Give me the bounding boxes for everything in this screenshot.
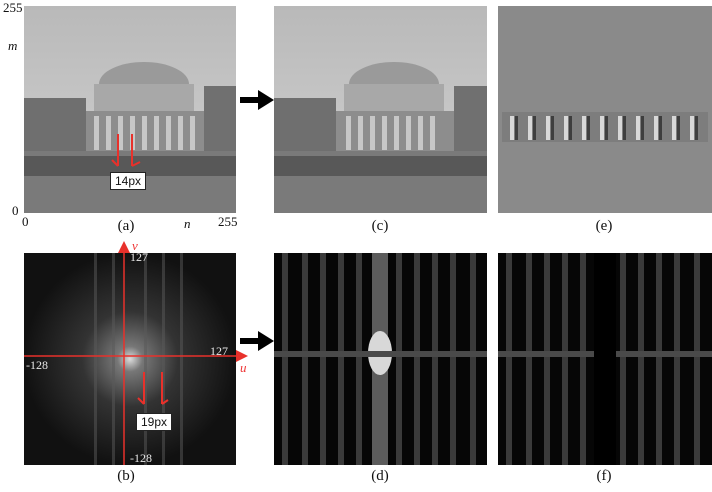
residual-photo-e xyxy=(498,6,712,213)
spacing-arrows-14px xyxy=(111,134,141,167)
freq-tick-128-bottom: -128 xyxy=(130,451,152,465)
axis-label-m: m xyxy=(8,38,18,53)
panel-a-image xyxy=(24,6,236,213)
caption-e: (e) xyxy=(595,218,613,234)
right-arrow-bottom xyxy=(240,331,274,351)
freq-tick-127-right: 127 xyxy=(210,344,228,358)
u-axis-arrowhead xyxy=(236,350,248,362)
panel-f-spectrum xyxy=(498,253,712,465)
axis-tick-0-bottom: 0 xyxy=(22,214,29,229)
spacing-arrows-19px xyxy=(137,372,169,405)
panel-e-image xyxy=(498,6,712,213)
annotation-19px: 19px xyxy=(136,413,173,431)
caption-a: (a) xyxy=(117,218,135,234)
axis-tick-255-top: 255 xyxy=(3,0,23,15)
annotation-14px: 14px xyxy=(110,172,147,190)
panel-c-image xyxy=(274,6,487,213)
freq-tick-128-left: -128 xyxy=(26,358,48,372)
panel-d-spectrum xyxy=(274,253,487,465)
axis-tick-255-right: 255 xyxy=(218,214,238,229)
caption-d: (d) xyxy=(371,468,389,484)
caption-c: (c) xyxy=(371,218,389,234)
freq-tick-127-top: 127 xyxy=(130,250,148,264)
spectrum-b xyxy=(24,253,236,465)
building-photo-a xyxy=(24,6,236,213)
v-axis-arrowhead xyxy=(118,241,130,253)
caption-b: (b) xyxy=(117,468,135,484)
axis-tick-0-left: 0 xyxy=(12,203,19,218)
panel-b-spectrum xyxy=(24,253,236,465)
building-photo-c xyxy=(274,6,487,213)
axis-label-u: u xyxy=(240,360,247,375)
spectrum-f xyxy=(498,253,712,465)
caption-f: (f) xyxy=(596,468,612,484)
spectrum-d xyxy=(274,253,487,465)
axis-label-n: n xyxy=(184,216,191,231)
axis-label-v: v xyxy=(132,238,138,253)
right-arrow-top xyxy=(240,90,274,110)
